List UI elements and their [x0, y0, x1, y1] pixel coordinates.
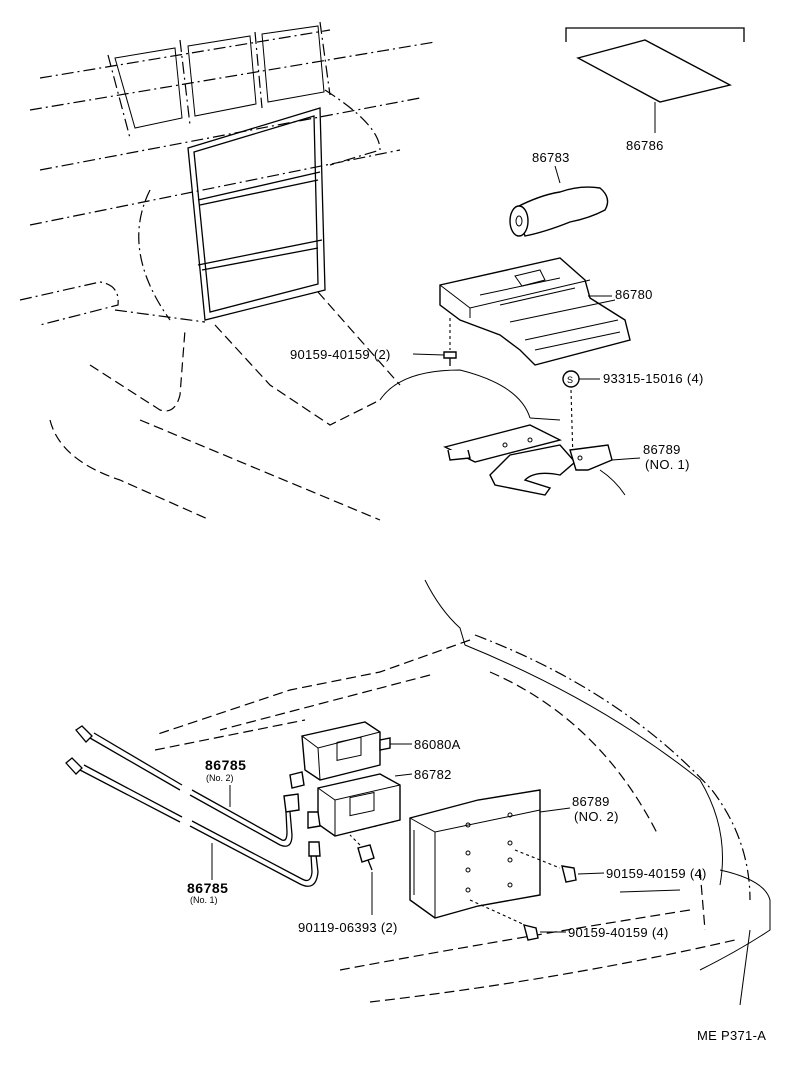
label-86782: 86782	[414, 767, 452, 782]
label-86785-no2-sub: (No. 2)	[206, 773, 234, 783]
trunk-outline	[154, 579, 771, 1006]
part-86789-no1-bracket	[443, 424, 641, 496]
label-bolt-right1: 90159-40159 (4)	[606, 866, 707, 881]
screw-symbol-text: S	[567, 375, 573, 385]
label-86785-no2: 86785	[205, 757, 246, 773]
drawing-code: ME P371-A	[697, 1028, 766, 1043]
part-86780-tray	[439, 257, 631, 366]
label-86785-no1-sub: (No. 1)	[190, 895, 218, 905]
label-bolt-right2: 90159-40159 (4)	[568, 925, 669, 940]
cable-86785-no2	[75, 725, 293, 847]
part-86789-no2-plate	[359, 789, 571, 919]
label-86786: 86786	[626, 138, 664, 153]
label-86783: 86783	[532, 150, 570, 165]
label-bolt-bottom: 90119-06393 (2)	[298, 920, 398, 935]
part-86782-module	[283, 771, 413, 837]
label-86789-no1-sub: (NO. 1)	[645, 457, 690, 472]
bolt-top-icon	[412, 351, 457, 366]
interior-outline	[19, 21, 626, 521]
part-86786-sheet	[565, 27, 745, 133]
cable-86785-no1	[65, 757, 321, 887]
label-86789-no2: 86789	[572, 794, 610, 809]
label-screw-top: 93315-15016 (4)	[603, 371, 704, 386]
bolt-bottom-icon	[349, 834, 375, 915]
label-86780: 86780	[615, 287, 653, 302]
bolt-right1-icon	[514, 849, 605, 883]
label-86785-no1: 86785	[187, 880, 228, 896]
label-86080a: 86080A	[414, 737, 461, 752]
bolt-right2-icon	[469, 899, 566, 941]
label-bolt-top: 90159-40159 (2)	[290, 347, 391, 362]
label-86789-no2-sub: (NO. 2)	[574, 809, 619, 824]
label-86789-no1: 86789	[643, 442, 681, 457]
part-86783-roll	[509, 165, 609, 237]
part-86080a-module	[301, 721, 412, 781]
screw-s-icon	[562, 370, 600, 461]
